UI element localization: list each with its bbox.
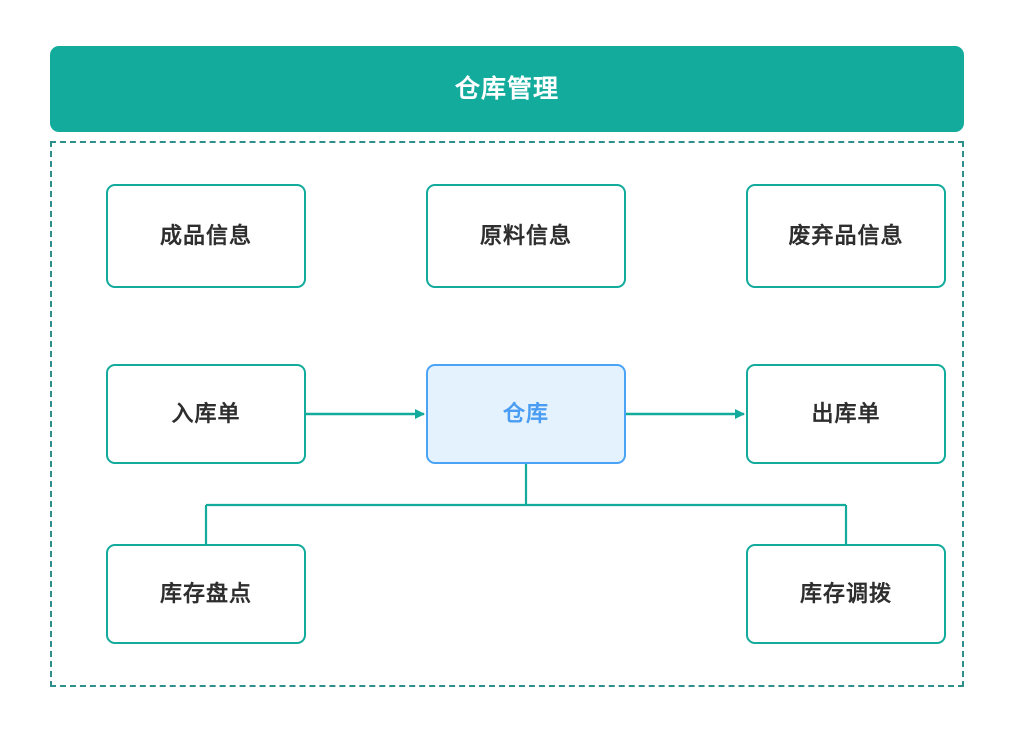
diagram-boundary [50, 141, 964, 687]
node-label: 成品信息 [159, 223, 252, 248]
node-label: 废弃品信息 [788, 223, 904, 248]
page-title: 仓库管理 [454, 74, 559, 103]
node-kucun-pandian[interactable]: 库存盘点 [106, 544, 306, 644]
node-yuanliao-xinxi[interactable]: 原料信息 [426, 184, 626, 288]
node-label: 出库单 [811, 401, 881, 426]
node-label: 库存调拨 [799, 581, 892, 606]
node-label: 仓库 [502, 401, 549, 426]
node-chuku-dan[interactable]: 出库单 [746, 364, 946, 464]
node-feiqipin-xinxi[interactable]: 废弃品信息 [746, 184, 946, 288]
node-ruku-dan[interactable]: 入库单 [106, 364, 306, 464]
node-cangku[interactable]: 仓库 [426, 364, 626, 464]
header-banner: 仓库管理 [50, 46, 964, 132]
node-kucun-diaobo[interactable]: 库存调拨 [746, 544, 946, 644]
node-chengpin-xinxi[interactable]: 成品信息 [106, 184, 306, 288]
node-label: 入库单 [171, 401, 241, 426]
node-label: 库存盘点 [159, 581, 252, 606]
node-label: 原料信息 [479, 223, 572, 248]
